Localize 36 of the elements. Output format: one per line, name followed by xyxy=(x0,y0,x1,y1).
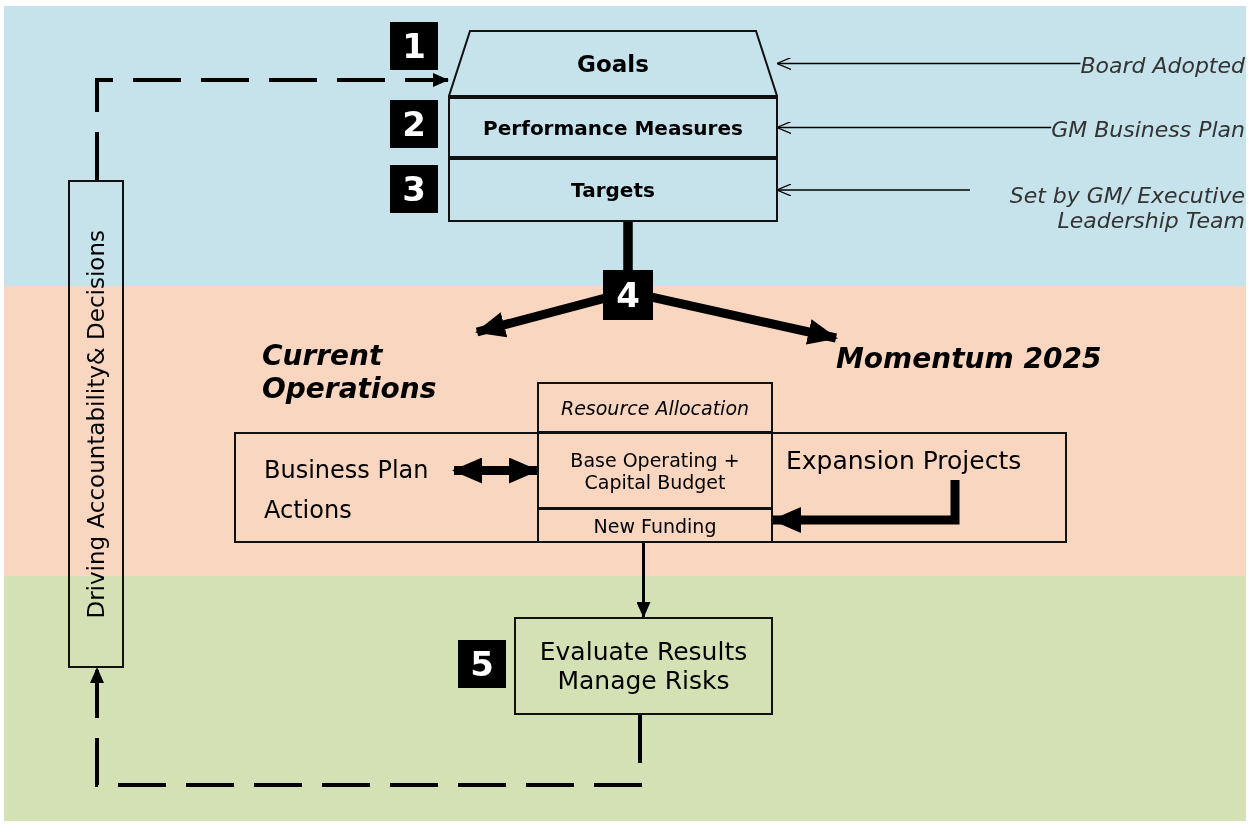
process-box xyxy=(537,432,773,509)
box-label: Resource Allocation xyxy=(560,396,750,419)
process-box xyxy=(514,617,773,715)
box-label: Performance Measures xyxy=(483,115,743,140)
item-text: Business Plan Actions xyxy=(264,455,430,526)
arrow xyxy=(776,120,1052,135)
arrow xyxy=(636,543,651,618)
arrow xyxy=(90,667,642,787)
step-number-badge: 4 xyxy=(603,270,653,320)
step-number-badge: 3 xyxy=(390,165,438,213)
note-text: Set by GM/ Executive Leadership Team xyxy=(1008,183,1245,233)
container-box xyxy=(234,432,1067,543)
arrow xyxy=(776,56,1082,71)
item-text: Expansion Projects xyxy=(786,445,1022,475)
arrow xyxy=(95,73,449,180)
heading-text: Current Operations xyxy=(262,339,438,405)
box-label: Evaluate Results Manage Risks xyxy=(538,637,749,695)
box-label: Targets xyxy=(571,178,655,202)
arrow xyxy=(452,457,539,484)
process-box xyxy=(537,508,773,543)
box-label: Base Operating + Capital Budget xyxy=(569,448,741,493)
process-box xyxy=(448,158,778,222)
arrow xyxy=(776,183,971,197)
box-label: New Funding xyxy=(593,514,717,537)
process-box xyxy=(537,382,773,433)
heading-text: Momentum 2025 xyxy=(836,341,1102,375)
step-number-badge: 2 xyxy=(390,100,438,148)
process-box xyxy=(448,97,778,158)
step-number-badge: 5 xyxy=(458,640,506,688)
step-number-badge: 1 xyxy=(390,22,438,70)
trapezoid-box xyxy=(448,30,778,97)
box-label: Goals xyxy=(577,50,649,77)
process-box xyxy=(68,180,124,668)
note-text: GM Business Plan xyxy=(1051,116,1245,142)
box-label: Driving Accountability& Decisions xyxy=(83,229,109,619)
note-text: Board Adopted xyxy=(1080,52,1245,78)
